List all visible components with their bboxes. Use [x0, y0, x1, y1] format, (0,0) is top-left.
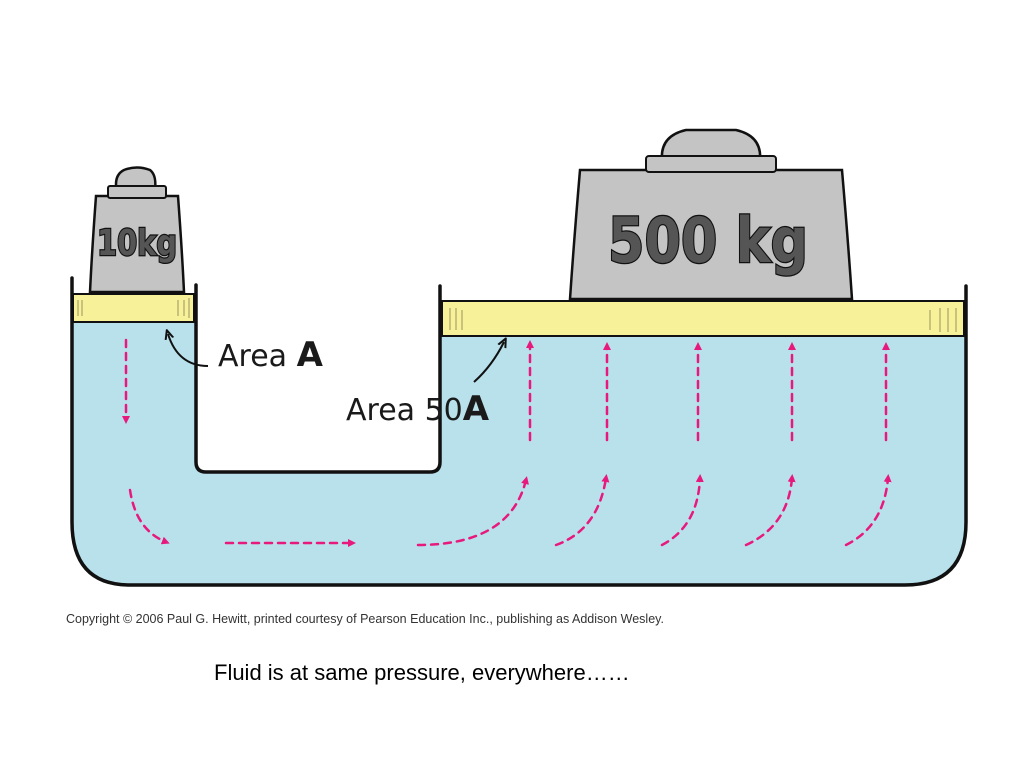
large-piston-shading — [449, 308, 957, 332]
flow-arrow-up-3 — [660, 474, 704, 547]
slide-caption: Fluid is at same pressure, everywhere…… — [214, 660, 630, 685]
container-outline — [70, 276, 968, 587]
copyright-notice: Copyright © 2006 Paul G. Hewitt, printed… — [66, 612, 664, 626]
small-weight-label: 10kg — [97, 223, 177, 264]
flow-arrow-up-5 — [844, 474, 892, 547]
large-weight-neck — [645, 155, 777, 173]
small-weight — [88, 194, 186, 294]
flow-arrow-up-4 — [744, 474, 796, 547]
small-area-pointer-arrow — [168, 334, 209, 367]
large-area-pointer-arrow — [473, 342, 504, 383]
small-area-label: Area A — [218, 335, 324, 375]
fluid-body — [72, 322, 966, 585]
small-piston-shading — [77, 298, 190, 318]
large-piston — [441, 300, 965, 337]
large-area-label: Area 50A — [346, 389, 490, 429]
small-weight-neck — [107, 185, 167, 199]
flow-arrow-turn — [128, 488, 170, 545]
flow-arrow-up-1 — [416, 476, 529, 547]
large-weight-knob — [660, 128, 762, 162]
large-weight-label: 500 kg — [608, 204, 808, 277]
large-weight — [568, 168, 854, 301]
small-piston — [72, 293, 195, 323]
flow-arrows — [122, 338, 892, 547]
flow-arrow-up-2 — [554, 474, 610, 547]
container-inner-wall — [194, 283, 442, 474]
